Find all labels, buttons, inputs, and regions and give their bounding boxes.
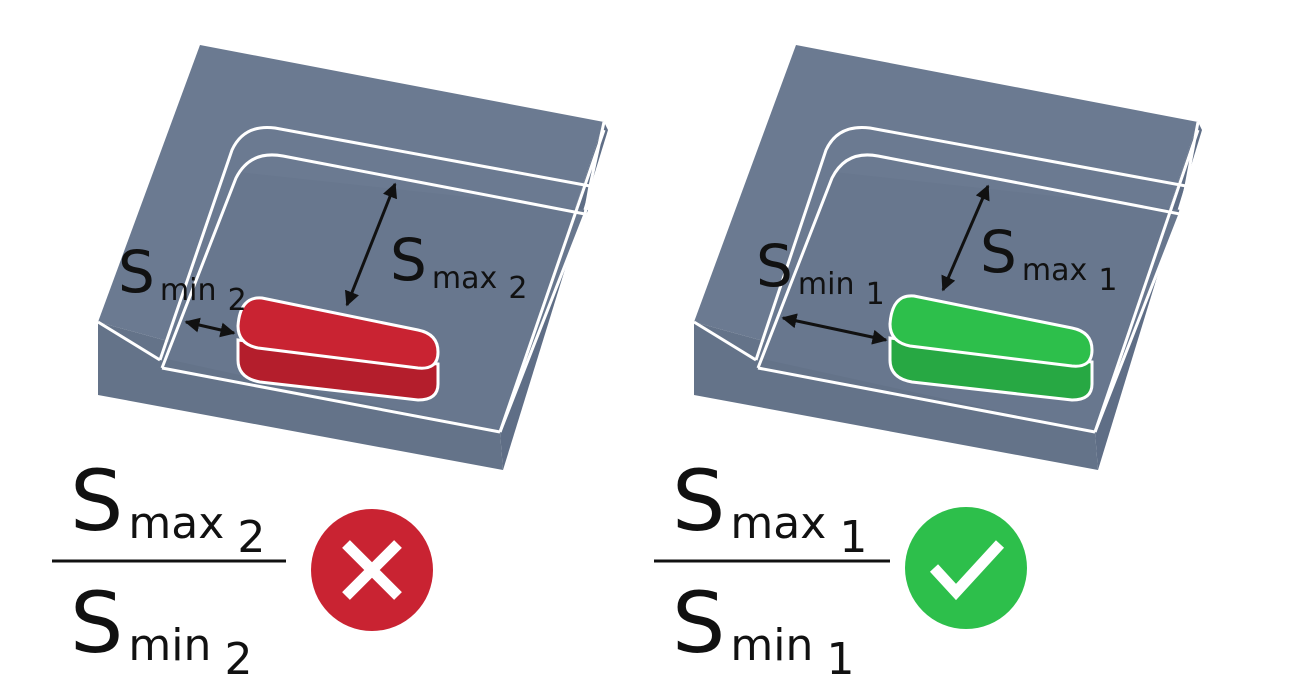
smin-arrow-bad <box>184 317 236 338</box>
frac-den-idx: 2 <box>225 634 253 678</box>
smax-arrow-good <box>941 184 990 292</box>
part-bad <box>236 296 440 402</box>
smin-idx: 1 <box>866 277 885 312</box>
smax-arrow-bad <box>345 182 397 307</box>
frac-den-base: S <box>672 574 725 672</box>
frac-num-base: S <box>70 452 123 550</box>
frac-num-idx: 2 <box>237 512 265 563</box>
frac-den-idx: 1 <box>827 634 855 678</box>
pocket-wall-line <box>97 121 606 434</box>
smax-idx: 2 <box>508 271 527 306</box>
pocket-outer-edge <box>158 125 591 361</box>
fraction-numerator: S max 1 <box>672 452 867 563</box>
ratio-fraction-good: S max 1 S min 1 <box>654 452 890 678</box>
smin-base: S <box>118 238 155 306</box>
pocket-block-bad <box>97 45 608 470</box>
pocket-inner-edge <box>756 153 1183 433</box>
badge-good-circle <box>905 507 1027 629</box>
x-mark-icon <box>311 509 433 631</box>
smin-sub: min <box>798 267 855 302</box>
fraction-numerator: S max 2 <box>70 452 265 563</box>
part-bad-top <box>236 296 440 370</box>
part-bad-side <box>236 338 440 402</box>
smin-sub: min <box>160 273 217 308</box>
part-good-top <box>888 294 1094 368</box>
smin-base: S <box>756 232 793 300</box>
pocket-wall-line <box>693 121 1200 434</box>
smax-base: S <box>390 226 427 294</box>
pocket-outer-edge <box>754 125 1187 361</box>
frac-num-sub: max <box>730 498 826 549</box>
check-mark-icon <box>905 507 1027 629</box>
pocket-inner-edge <box>160 153 588 433</box>
smax-base: S <box>980 218 1017 286</box>
frac-num-base: S <box>672 452 725 550</box>
frac-den-base: S <box>70 574 123 672</box>
smin-label-good: S min 1 <box>756 232 885 312</box>
frac-num-sub: max <box>128 498 224 549</box>
fraction-denominator: S min 1 <box>672 574 855 678</box>
smax-label-bad: S max 2 <box>390 226 527 306</box>
smin-label-bad: S min 2 <box>118 238 247 318</box>
frac-den-sub: min <box>128 620 211 671</box>
part-good <box>888 294 1094 402</box>
smin-idx: 2 <box>228 283 247 318</box>
frac-den-sub: min <box>730 620 813 671</box>
smin-arrow-good <box>781 313 888 345</box>
smax-sub: max <box>432 261 497 296</box>
smax-idx: 1 <box>1098 263 1117 298</box>
frac-num-idx: 1 <box>839 512 867 563</box>
panel-good: S min 1 S max 1 S max 1 S min 1 <box>654 45 1202 678</box>
panel-bad: S min 2 S max 2 S max 2 S min 2 <box>52 45 608 678</box>
smax-label-good: S max 1 <box>980 218 1117 298</box>
part-good-side <box>888 336 1094 402</box>
fraction-denominator: S min 2 <box>70 574 253 678</box>
ratio-fraction-bad: S max 2 S min 2 <box>52 452 286 678</box>
smax-sub: max <box>1022 253 1087 288</box>
